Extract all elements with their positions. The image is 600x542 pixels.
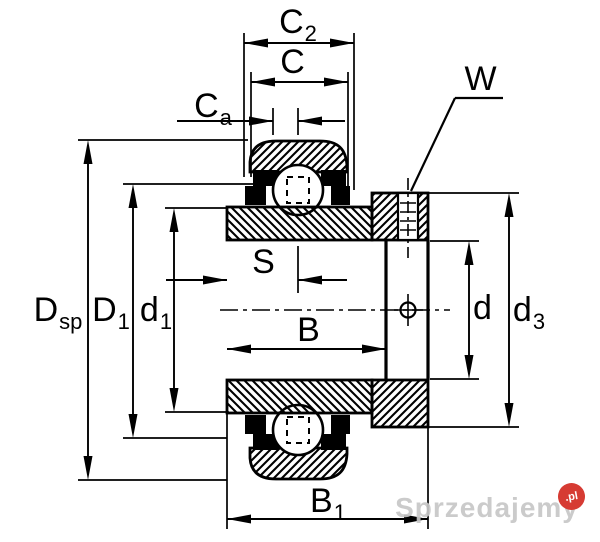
- label-C2: C2: [279, 3, 317, 46]
- label-d: d: [473, 289, 492, 327]
- label-Dsp: Dsp: [33, 291, 83, 334]
- seal-flinger: [245, 170, 350, 450]
- label-C: C: [280, 43, 305, 81]
- inner-ring: [225, 205, 430, 415]
- label-D1: D1: [92, 291, 130, 334]
- dimension-lines: [87, 42, 510, 520]
- outer-ring: [248, 139, 349, 481]
- label-d1: d1: [139, 291, 173, 334]
- centerlines: [220, 178, 450, 311]
- label-d3: d3: [512, 291, 546, 334]
- w-leader-line: [410, 96, 503, 192]
- watermark-text: Sprzedajemy: [395, 492, 579, 523]
- label-B1: B1: [310, 482, 346, 525]
- label-S: S: [252, 243, 275, 281]
- label-Ca: Ca: [194, 87, 232, 130]
- arrowheads: [83, 38, 514, 524]
- label-W: W: [464, 60, 497, 98]
- label-B: B: [297, 311, 320, 349]
- extension-lines: [78, 33, 519, 529]
